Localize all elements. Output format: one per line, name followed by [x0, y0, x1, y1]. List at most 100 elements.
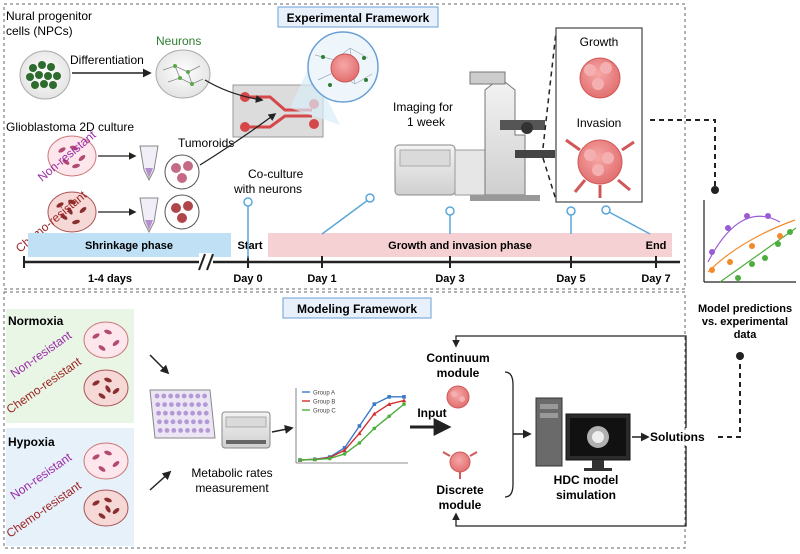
data-point-group_c [313, 457, 317, 462]
normoxia-chemo-resistant-dish-icon [83, 369, 129, 407]
arrow-to-graph [271, 424, 294, 434]
discrete-tumor-icon [442, 451, 478, 479]
well [177, 419, 183, 425]
zoom-connector [290, 65, 340, 125]
well [202, 393, 208, 399]
neurons-dish-icon [155, 49, 211, 99]
discrete-label-2: module [439, 498, 482, 512]
model-predictions-label-3: data [734, 329, 758, 341]
day-label: Day 7 [641, 273, 670, 285]
series-line-group_c [299, 403, 405, 461]
data-point-group_a [402, 395, 406, 399]
arrow-hypoxia-plate [149, 470, 172, 491]
dashed-solutions-model [718, 358, 741, 438]
neurons-label: Neurons [156, 34, 201, 48]
day-label: Day 5 [556, 273, 585, 285]
well [155, 402, 161, 407]
data-point-group_b [401, 398, 407, 403]
growth-label: Growth [580, 35, 619, 49]
continuum-tumor-icon [446, 385, 470, 409]
day-label: Day 3 [435, 273, 464, 285]
data-point-group_c [402, 402, 406, 406]
end-label: End [646, 240, 667, 252]
well [169, 402, 174, 407]
well [188, 393, 194, 399]
modeling-title-box: Modeling Framework [282, 297, 432, 319]
well [185, 428, 190, 433]
well [171, 428, 177, 433]
model-predictions-label-2: vs. experimental [702, 316, 788, 328]
shrinkage-phase-bar [28, 233, 231, 257]
legend-label: Group B [313, 400, 335, 406]
well [162, 402, 168, 407]
metabolic-label-1: Metabolic rates [191, 466, 272, 480]
data-point-group_a [372, 402, 377, 406]
dashed-to-model-dot [711, 186, 719, 194]
well [191, 428, 197, 433]
shrinkage-phase-label: Shrinkage phase [85, 240, 173, 252]
well [169, 410, 175, 416]
computer-icon [535, 397, 631, 471]
growth-invasion-phase-bar [268, 233, 672, 257]
well [182, 402, 188, 407]
well [205, 428, 211, 433]
well [197, 419, 203, 425]
well [164, 428, 170, 433]
well [163, 419, 169, 425]
experimental-title: Experimental Framework [287, 11, 430, 25]
arrow-neurons-chip [204, 79, 264, 103]
hdc-label-2: simulation [556, 488, 616, 502]
legend-label: Group A [313, 391, 335, 397]
discrete-label-1: Discrete [436, 483, 484, 497]
well [161, 393, 167, 399]
normoxia-non-resistant-dish-icon [83, 321, 129, 359]
well [203, 410, 209, 416]
tumoroid-well-2-icon [164, 194, 200, 230]
zoom-dashed-1 [542, 31, 557, 149]
data-point-group_b [357, 431, 362, 436]
continuum-label-2: module [437, 366, 480, 380]
continuum-label-1: Continuum [426, 351, 489, 365]
metabolic-label-2: measurement [195, 481, 269, 495]
tube-icon-2 [139, 197, 159, 234]
data-point-group_c [387, 414, 391, 419]
data-point-group_c [357, 441, 362, 445]
hypoxia-chemo-resistant-dish-icon [83, 489, 129, 527]
chemo-resistant-dish-icon [47, 191, 97, 233]
well [203, 402, 208, 407]
timeline-pins [243, 193, 651, 258]
tube-icon-1 [139, 145, 159, 182]
well [175, 402, 181, 407]
data-point-group_b [342, 448, 347, 453]
well [197, 410, 202, 416]
modeling-title: Modeling Framework [297, 302, 417, 316]
data-point-group_b [386, 401, 392, 406]
hypoxia-non-resistant-dish-icon [83, 442, 129, 480]
top-frame [3, 3, 686, 290]
well [196, 402, 202, 407]
well-plate-icon [149, 389, 216, 439]
npc-dish-icon [19, 50, 71, 100]
timeline-break-icon [198, 253, 214, 271]
well [175, 393, 180, 399]
dashed-to-model [650, 119, 716, 190]
normoxia-label: Normoxia [8, 314, 64, 328]
well [157, 419, 162, 425]
well [183, 410, 189, 416]
model-predictions-chart [690, 196, 797, 288]
non-resistant-dish-icon [47, 135, 97, 177]
npc-label-2: cells (NPCs) [6, 24, 73, 38]
data-point-group_c [372, 426, 377, 431]
well [157, 428, 163, 433]
well [189, 402, 195, 407]
invasion-tumor-icon [565, 138, 635, 198]
day-label: Day 0 [233, 273, 262, 285]
data-point-group_c [327, 456, 332, 461]
well [156, 410, 162, 416]
arrow-normoxia-plate [149, 354, 170, 375]
feedback-bottom [452, 446, 687, 527]
solutions-label: Solutions [650, 430, 705, 444]
data-point-group_c [298, 458, 302, 462]
day-label: Day 1 [307, 273, 336, 285]
